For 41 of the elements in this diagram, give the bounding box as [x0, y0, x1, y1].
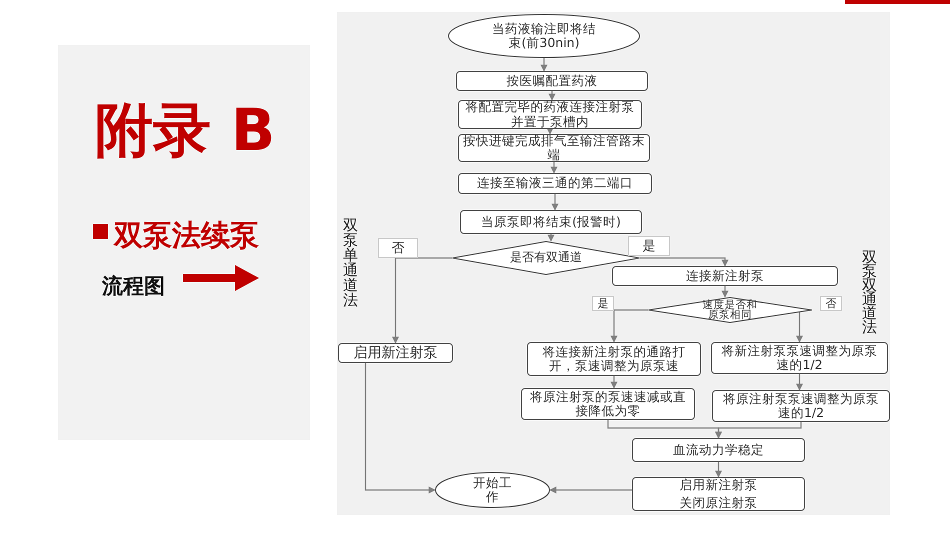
arrow — [540, 58, 548, 72]
process-box: 将连接新注射泵的通路打开，泵速调整为原泵速 — [527, 342, 701, 376]
arrow — [796, 374, 803, 391]
arrow — [548, 234, 554, 242]
arrow — [364, 363, 436, 494]
process-box: 将新注射泵泵速调整为原泵速的1/2 — [711, 342, 888, 374]
edge-label: 是 — [628, 236, 670, 256]
arrow — [715, 422, 802, 439]
terminal-ellipse: 开始工作 — [435, 472, 550, 508]
process-box: 连接新注射泵 — [612, 266, 838, 286]
arrow — [715, 462, 722, 478]
process-box: 将配置完毕的药液连接注射泵并置于泵槽内 — [458, 100, 642, 129]
side-label: 双泵单通道法 — [343, 218, 359, 308]
arrow — [610, 309, 648, 343]
arrow — [722, 286, 728, 298]
process-box: 按医嘱配置药液 — [456, 71, 648, 91]
process-box: 将原注射泵的泵速速减或直接降低为零 — [521, 388, 695, 420]
arrow — [610, 376, 618, 389]
process-box: 血流动力学稳定 — [632, 438, 805, 462]
process-box: 启用新注射泵 关闭原注射泵 — [632, 477, 805, 511]
decision-diamond: 速度是否和原泵相同 — [648, 297, 812, 323]
arrow — [549, 486, 632, 494]
process-box: 当原泵即将结束(报警时) — [460, 210, 642, 234]
arrow — [550, 162, 558, 174]
caption: 流程图 — [102, 273, 166, 300]
terminal-ellipse: 当药液输注即将结束(前30nin) — [448, 14, 640, 58]
subtitle: 双泵法续泵 — [114, 217, 260, 254]
process-box: 启用新注射泵 — [338, 343, 453, 363]
arrow — [548, 91, 556, 101]
edge-label: 否 — [820, 296, 842, 311]
process-box: 将原注射泵泵速调整为原泵速的1/2 — [712, 390, 890, 422]
title: 附录 B — [94, 95, 276, 165]
side-label: 双泵双通道法 — [862, 250, 878, 336]
arrow — [546, 128, 554, 135]
edge-label: 是 — [592, 296, 614, 311]
arrow — [392, 257, 452, 344]
process-box: 按快进键完成排气至输注管路末端 — [458, 134, 650, 162]
arrow — [552, 194, 558, 211]
arrow — [640, 257, 728, 267]
process-box: 连接至输液三通的第二端口 — [458, 173, 652, 194]
edge-label: 否 — [378, 238, 418, 258]
